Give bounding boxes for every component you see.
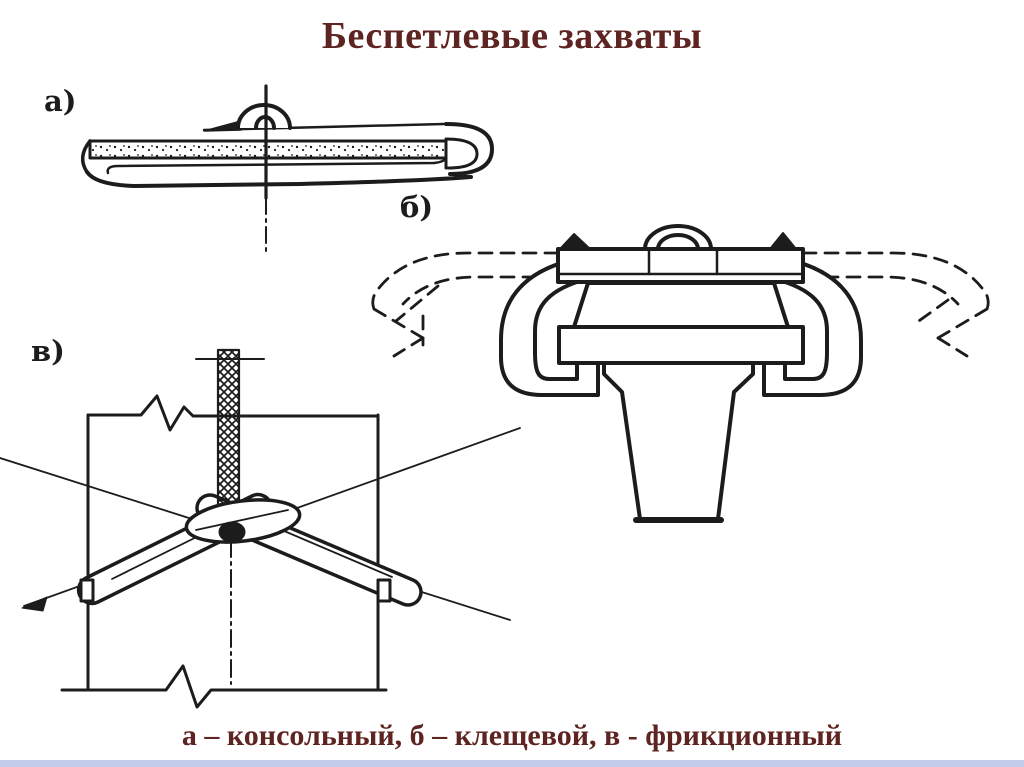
figure-caption: а – консольный, б – клещевой, в - фрикци… <box>181 719 843 752</box>
page-title: Беспетлевые захваты <box>321 15 703 57</box>
figure-b-label: б) <box>400 190 434 224</box>
figure-v-label: в) <box>31 334 65 368</box>
figure-a-cantilever-grip <box>80 84 494 255</box>
figure-a-label: а) <box>44 84 77 118</box>
footer-accent-bar <box>0 760 1024 767</box>
figure-v-friction-grip <box>0 348 521 709</box>
figure-b-pincer-grip <box>371 224 990 523</box>
